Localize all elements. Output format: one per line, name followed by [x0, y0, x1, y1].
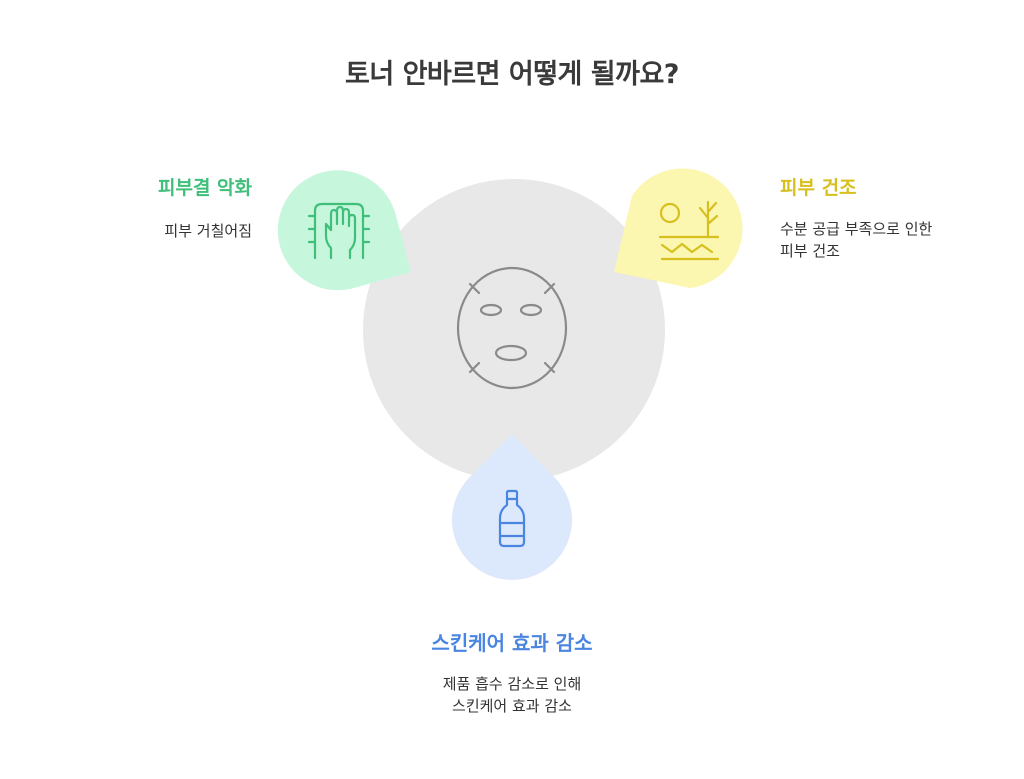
bottom-node-description-line: 스킨케어 효과 감소	[452, 697, 572, 715]
right-node-description: 수분 공급 부족으로 인한 피부 건조	[780, 218, 980, 262]
bottom-node-title: 스킨케어 효과 감소	[431, 631, 593, 655]
bottom-node-bubble	[452, 434, 573, 580]
left-node-title: 피부결 악화	[157, 177, 252, 199]
left-node-bubble	[277, 170, 411, 291]
right-node-description-line: 수분 공급 부족으로 인한	[780, 220, 933, 238]
center-circle	[363, 179, 665, 481]
dry-cracked-land-icon	[658, 200, 720, 261]
left-node-description: 피부 거칠어짐	[164, 222, 252, 240]
toner-bottle-icon	[498, 489, 526, 548]
hand-on-skin-icon	[307, 202, 371, 260]
bottom-node-description: 제품 흡수 감소로 인해 스킨케어 효과 감소	[0, 673, 1024, 717]
page-title: 토너 안바르면 어떻게 될까요?	[345, 59, 679, 90]
face-mask-icon	[456, 266, 568, 390]
right-node-title: 피부 건조	[780, 177, 857, 199]
bottom-node-description-line: 제품 흡수 감소로 인해	[442, 675, 582, 693]
right-node-bubble	[614, 168, 743, 288]
right-node-description-line: 피부 건조	[780, 242, 840, 260]
